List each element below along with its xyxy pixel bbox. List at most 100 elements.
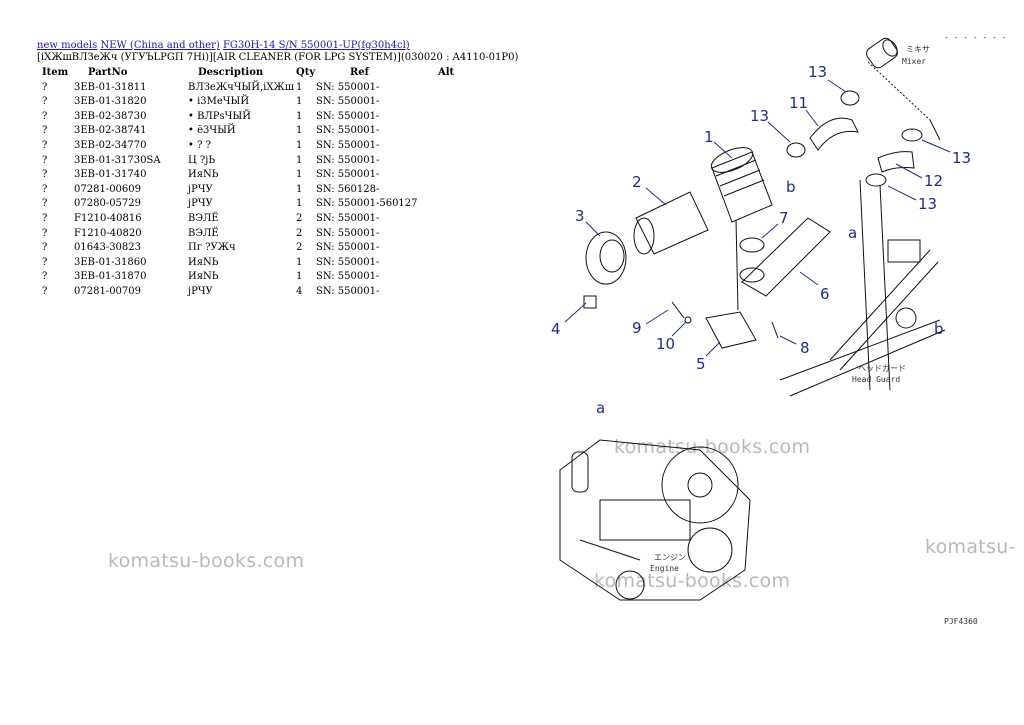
cell-partno: 01643-30823 (74, 242, 142, 254)
head-guard-label: Head Guard (852, 375, 900, 384)
cell-ref: SN: 550001- (316, 139, 380, 151)
col-header-item: Item (42, 67, 69, 78)
cell-partno: 3EB-01-31860 (74, 256, 147, 268)
cell-qty: 2 (296, 227, 303, 239)
col-header-alt: Alt (438, 67, 455, 78)
cell-ref: SN: 550001- (316, 227, 380, 239)
cell-ref: SN: 550001- (316, 125, 380, 137)
cell-ref: SN: 550001- (316, 256, 380, 268)
watermark: komatsu-books.com (594, 570, 791, 592)
cell-qty: 1 (296, 110, 303, 122)
col-header-description: Description (198, 67, 264, 78)
cell-qty: 1 (296, 169, 303, 181)
callout-6: 6 (820, 285, 830, 303)
callout-13: 13 (808, 63, 827, 81)
cell-item: ? (42, 285, 48, 297)
cell-partno: F1210-40816 (74, 212, 142, 224)
watermark: komatsu- (925, 536, 1016, 558)
cell-ref: SN: 550001-560127 (316, 198, 418, 210)
cell-partno: 3EB-01-31811 (74, 81, 147, 93)
cell-partno: 07281-00609 (74, 183, 142, 195)
cell-item: ? (42, 198, 48, 210)
callout-2: 2 (632, 173, 642, 191)
breadcrumb-link-region[interactable]: NEW (China and other) (100, 40, 220, 51)
cell-description: • і3МеЧЫЙ (188, 96, 250, 108)
mixer-label: Mixer (902, 57, 926, 66)
cell-partno: 3EB-02-34770 (74, 139, 147, 151)
mixer-drawing (866, 37, 941, 141)
cell-partno: 3EB-02-38741 (74, 125, 147, 137)
cell-qty: 4 (296, 285, 303, 297)
callout-13: 13 (750, 107, 769, 125)
engine-label-jp: エンジン (654, 553, 686, 562)
cell-qty: 1 (296, 198, 303, 210)
cell-item: ? (42, 81, 48, 93)
cell-ref: SN: 550001- (316, 271, 380, 283)
callout-1: 1 (704, 128, 714, 146)
callout-b: b (934, 320, 944, 338)
breadcrumb-link-new-models[interactable]: new models (37, 40, 98, 51)
cell-partno: 3EB-01-31820 (74, 96, 147, 108)
cell-description: • ВЛРsЧЫЙ (188, 110, 251, 122)
mixer-label-jp: ミキサ (906, 45, 930, 54)
table-header-row: Item PartNo Description Qty Ref Alt (36, 66, 468, 81)
cell-ref: SN: 560128- (316, 183, 380, 195)
cell-qty: 2 (296, 212, 303, 224)
breadcrumb: new models NEW (China and other) FG30H-1… (37, 40, 410, 52)
cell-description: jРЧУ (188, 183, 213, 195)
page-subtitle: [іХЖшВЛЗеЖч (УГУЪLPGП 7Hi)][AIR CLEANER … (37, 52, 519, 63)
head-guard-label-jp: ヘッドガード (858, 363, 906, 373)
table-row: ? F1210-40820 ВЭЛЁ 2 SN: 550001- (36, 227, 468, 242)
callout-3: 3 (575, 207, 585, 225)
watermark: komatsu-books.com (108, 550, 305, 572)
col-header-ref: Ref (350, 67, 369, 78)
cell-qty: 1 (296, 271, 303, 283)
cell-item: ? (42, 110, 48, 122)
col-header-qty: Qty (296, 67, 316, 78)
element-drawing (633, 191, 709, 255)
callout-a: a (848, 224, 857, 242)
elbow-pipe-drawing (739, 217, 831, 297)
cell-description: • ? ? (188, 139, 211, 151)
cell-description: ИяNЬ (188, 256, 219, 268)
breadcrumb-link-model[interactable]: FG30H-14 S/N 550001-UP(fg30h4cl) (222, 40, 410, 51)
cell-description: ВЛЗеЖчЧЫЙ,іХЖш (188, 81, 295, 93)
parts-table: Item PartNo Description Qty Ref Alt ? 3EB… (36, 66, 468, 300)
col-header-partno: PartNo (88, 67, 128, 78)
callout-8: 8 (800, 339, 810, 357)
cell-item: ? (42, 183, 48, 195)
cell-item: ? (42, 227, 48, 239)
callout-5: 5 (696, 355, 706, 373)
table-row: ? 07281-00609 jРЧУ 1 SN: 560128- (36, 183, 468, 198)
cell-item: ? (42, 96, 48, 108)
hose-drawing (786, 90, 923, 187)
cell-partno: 07280-05729 (74, 198, 142, 210)
cell-partno: F1210-40820 (74, 227, 142, 239)
head-guard-frame-drawing (779, 179, 946, 397)
cell-description: ВЭЛЁ (188, 227, 219, 239)
callout-a: a (596, 399, 605, 417)
cell-qty: 1 (296, 256, 303, 268)
cell-qty: 1 (296, 96, 303, 108)
cell-ref: SN: 550001- (316, 285, 380, 297)
callout-4: 4 (551, 320, 561, 338)
cell-item: ? (42, 125, 48, 137)
cell-partno: 3EB-01-31870 (74, 271, 147, 283)
bracket-drawing (671, 301, 779, 349)
cell-qty: 1 (296, 139, 303, 151)
cell-item: ? (42, 212, 48, 224)
cell-qty: 1 (296, 154, 303, 166)
callout-12: 12 (924, 172, 943, 190)
cell-ref: SN: 550001- (316, 212, 380, 224)
callout-13: 13 (918, 195, 937, 213)
cell-qty: 1 (296, 183, 303, 195)
cell-ref: SN: 550001- (316, 169, 380, 181)
